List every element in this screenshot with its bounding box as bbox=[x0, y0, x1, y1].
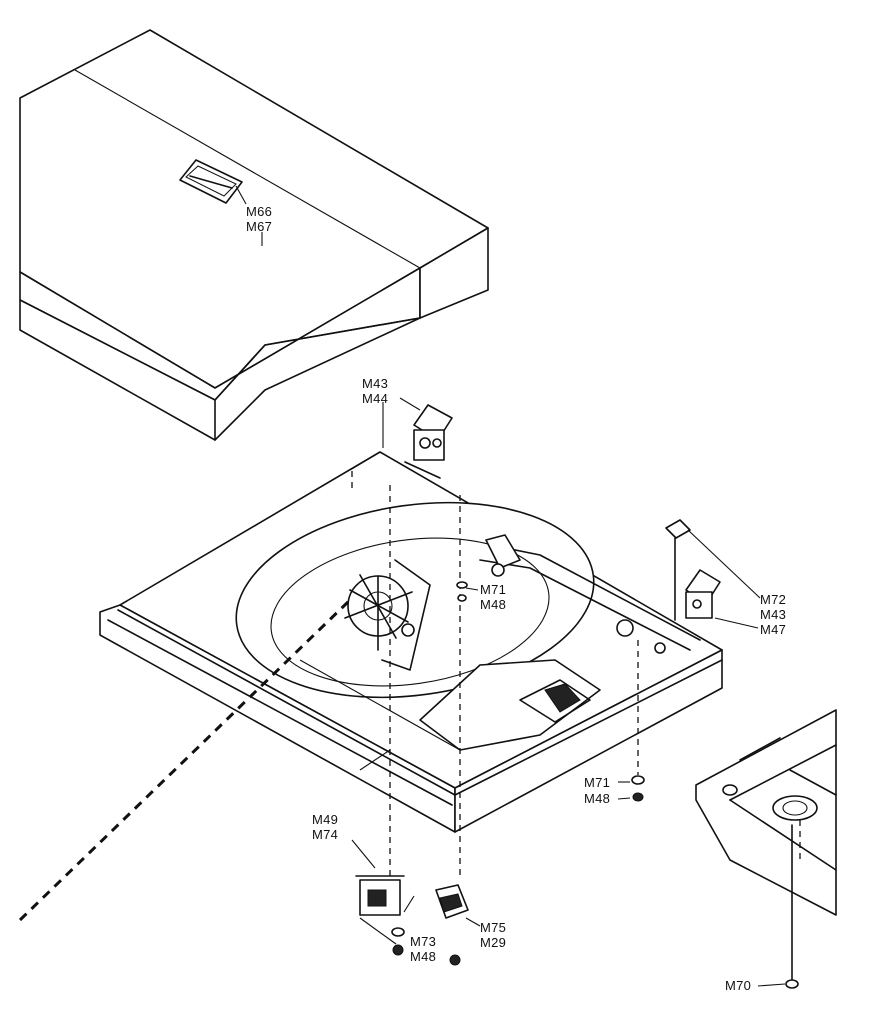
dust-cover bbox=[19, 29, 489, 441]
screws-low bbox=[617, 775, 645, 802]
label-m47: M47 bbox=[760, 622, 786, 637]
label-m72: M72 bbox=[760, 592, 786, 607]
label-m66: M66 bbox=[246, 204, 272, 219]
guide-line-main bbox=[18, 598, 352, 922]
label-m43-right: M43 bbox=[760, 607, 786, 622]
label-m74: M74 bbox=[312, 827, 338, 842]
label-m73: M73 bbox=[410, 934, 436, 949]
turntable-base bbox=[99, 451, 723, 833]
label-m43-top: M43 bbox=[362, 376, 388, 391]
label-m29: M29 bbox=[480, 935, 506, 950]
label-m71-low: M71 bbox=[584, 775, 610, 790]
label-m48-low: M48 bbox=[584, 791, 610, 806]
bottom-bracket bbox=[351, 749, 415, 956]
label-m67: M67 bbox=[246, 219, 272, 234]
label-m70: M70 bbox=[725, 978, 751, 993]
label-m48-bottom: M48 bbox=[410, 949, 436, 964]
label-m48-mid: M48 bbox=[480, 597, 506, 612]
label-m49: M49 bbox=[312, 812, 338, 827]
part-labels: M66 M67 M43 M44 M71 M48 M72 M43 M47 M71 … bbox=[246, 204, 786, 993]
bottom-switch bbox=[435, 884, 481, 966]
label-m71-mid: M71 bbox=[480, 582, 506, 597]
hinge-top bbox=[382, 397, 453, 479]
right-partial-unit bbox=[695, 709, 837, 989]
hinge-right bbox=[665, 519, 761, 629]
label-m44: M44 bbox=[362, 391, 388, 406]
label-m75: M75 bbox=[480, 920, 506, 935]
screws-mid bbox=[456, 581, 479, 602]
spindle-hub bbox=[344, 559, 431, 671]
